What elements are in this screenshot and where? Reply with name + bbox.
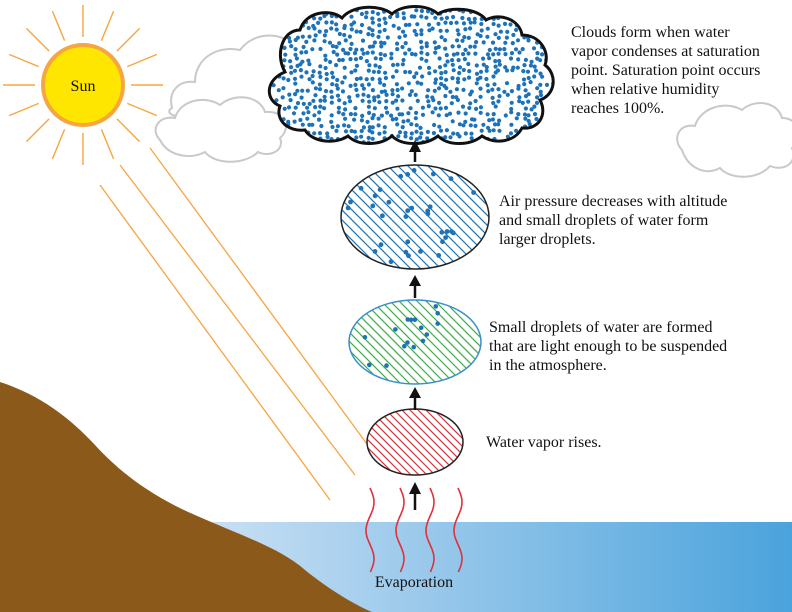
caption-line: in the atmosphere. (489, 357, 607, 374)
sun: Sun (41, 43, 125, 127)
caption-water-vapor: Water vapor rises. (486, 433, 602, 452)
caption-line: larger droplets. (499, 231, 596, 248)
caption-line: Small droplets of water are formed (489, 319, 713, 336)
sun-ray (51, 129, 66, 160)
caption-line: Clouds form when water (571, 24, 730, 41)
main-cloud (267, 5, 555, 145)
sun-label: Sun (71, 78, 96, 95)
caption-line: that are light enough to be suspended (489, 338, 728, 355)
sun-ray (25, 27, 50, 52)
sun-ray (100, 129, 115, 160)
caption-line: Air pressure decreases with altitude (499, 193, 728, 210)
sunlight-beam (99, 184, 331, 501)
evaporation-wave (365, 487, 375, 573)
droplet-dots (345, 168, 476, 265)
sun-rays (3, 5, 163, 165)
evaporation-wave (453, 487, 463, 573)
droplet-dots (362, 304, 441, 368)
upward-arrows (409, 140, 421, 510)
sun-ray (127, 102, 158, 117)
caption-larger-droplets: Air pressure decreases with altitude and… (499, 192, 727, 249)
sun-ray (100, 10, 115, 41)
land-hill (0, 382, 372, 612)
arrow-up-icon (409, 140, 421, 162)
sun-ray (116, 27, 141, 52)
ghost-cloud-right-icon (676, 102, 792, 178)
arrow-up-icon (409, 387, 421, 410)
evaporation-waves (365, 487, 463, 573)
caption-line: when relative humidity (571, 81, 720, 98)
caption-line: point. Saturation point occurs (571, 62, 761, 79)
caption-line: and small droplets of water form (499, 212, 709, 229)
evaporation-wave (425, 487, 435, 573)
caption-small-droplets: Small droplets of water are formed that … (489, 318, 727, 375)
caption-line: vapor condenses at saturation (571, 43, 760, 60)
sunlight-beam (149, 147, 376, 456)
sun-ray (51, 10, 66, 41)
caption-line: Water vapor rises. (486, 434, 602, 451)
sun-ray (25, 118, 50, 143)
sun-ray (127, 53, 158, 68)
sun-ray (8, 53, 39, 68)
caption-line: reaches 100%. (571, 100, 665, 117)
sun-icon (41, 43, 125, 127)
sun-ray (116, 118, 141, 143)
evaporation-wave (395, 487, 405, 573)
caption-cloud: Clouds form when water vapor condenses a… (571, 23, 760, 118)
cloud-icon (267, 5, 555, 145)
sunlight-beam (119, 164, 356, 476)
evaporation-label: Evaporation (375, 574, 453, 591)
sun-ray (8, 102, 39, 117)
arrow-up-icon (409, 275, 421, 298)
arrow-up-icon (409, 482, 421, 510)
sunlight-beams (99, 147, 376, 501)
